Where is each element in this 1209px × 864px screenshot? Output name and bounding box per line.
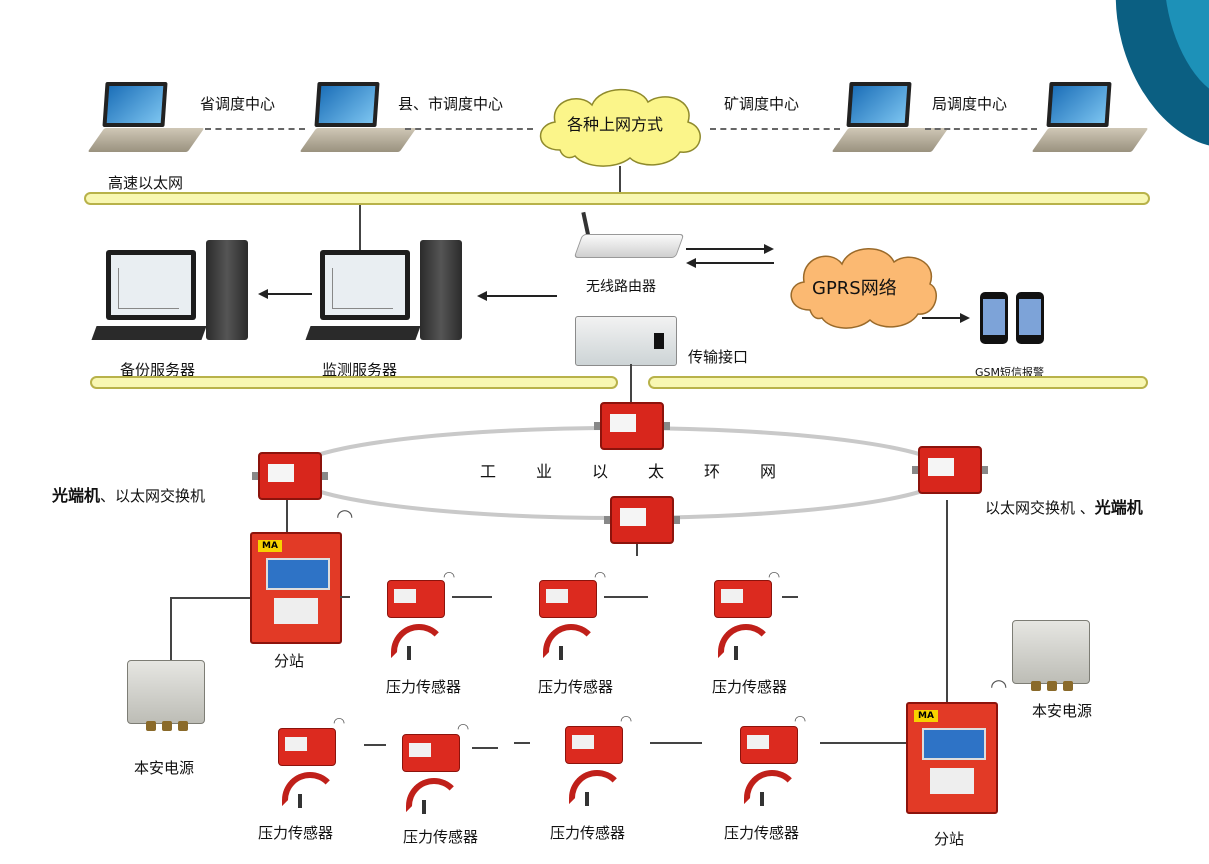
pressure-sensor bbox=[537, 580, 599, 660]
connector-line bbox=[452, 596, 492, 598]
label-gsm-alarm: GSM短信报警 bbox=[975, 366, 1044, 379]
label-sensor: 压力传感器 bbox=[724, 824, 800, 842]
laptop-icon bbox=[299, 80, 417, 160]
ring-switch-left bbox=[252, 452, 328, 500]
dashed-link bbox=[925, 128, 1037, 130]
power-supply-right bbox=[1012, 620, 1090, 691]
power-supply-left bbox=[127, 660, 205, 731]
pressure-sensor bbox=[385, 580, 447, 660]
ring-switch-top bbox=[594, 402, 670, 450]
label-sensor: 压力传感器 bbox=[258, 824, 334, 842]
ma-badge: MA bbox=[258, 540, 282, 552]
lan-bus-right bbox=[648, 376, 1148, 389]
dashed-link bbox=[710, 128, 840, 130]
label-backup-server: 备份服务器 bbox=[120, 361, 196, 379]
label-sensor: 压力传感器 bbox=[403, 828, 479, 846]
wifi-icon: ◠ bbox=[768, 569, 781, 585]
wifi-icon: ◠ bbox=[457, 721, 470, 737]
ring-char: 工 bbox=[480, 462, 497, 481]
wifi-icon: ◠ bbox=[794, 713, 807, 729]
backup-server-icon bbox=[91, 240, 256, 345]
label-power-left: 本安电源 bbox=[134, 759, 195, 777]
arrow-left bbox=[258, 289, 312, 299]
ring-char: 太 bbox=[648, 462, 665, 481]
substation-right: MA bbox=[906, 702, 998, 814]
pressure-sensor bbox=[276, 728, 338, 808]
label-wireless-router: 无线路由器 bbox=[586, 279, 656, 295]
pressure-sensor bbox=[712, 580, 774, 660]
label-gprs-network: GPRS网络 bbox=[812, 278, 897, 299]
connector-line bbox=[636, 544, 638, 556]
laptop-icon bbox=[831, 80, 949, 160]
connector-line bbox=[286, 500, 288, 532]
monitor-server-icon bbox=[305, 240, 470, 345]
wifi-icon: ◠ bbox=[443, 569, 456, 585]
connector-line bbox=[619, 166, 621, 194]
connector-line bbox=[170, 597, 172, 671]
pressure-sensor bbox=[738, 726, 800, 806]
pressure-sensor bbox=[563, 726, 625, 806]
router-icon bbox=[573, 211, 685, 262]
label-sensor: 压力传感器 bbox=[712, 678, 788, 696]
wifi-icon: ◠ bbox=[594, 569, 607, 585]
label-sensor: 压力传感器 bbox=[386, 678, 462, 696]
label-bureau-dispatch: 局调度中心 bbox=[932, 95, 1008, 113]
connector-line bbox=[170, 597, 250, 599]
wifi-icon: ◠ bbox=[990, 674, 1008, 698]
cloud-label: 各种上网方式 bbox=[567, 115, 664, 134]
gprs-cloud bbox=[790, 248, 937, 329]
bidirectional-arrow bbox=[686, 244, 774, 268]
ring-switch-right bbox=[912, 446, 988, 494]
ring-switch-bottom bbox=[604, 496, 680, 544]
wifi-icon: ◠ bbox=[333, 715, 346, 731]
phone-icon bbox=[1016, 292, 1044, 344]
wifi-icon: ◠ bbox=[336, 504, 354, 528]
connector-line bbox=[820, 742, 906, 744]
connector-line bbox=[946, 500, 948, 702]
label-high-speed-ethernet: 高速以太网 bbox=[108, 174, 184, 192]
wifi-icon: ◠ bbox=[620, 713, 633, 729]
label-county-dispatch: 县、市调度中心 bbox=[398, 95, 504, 113]
connector-line bbox=[472, 747, 498, 749]
ring-char: 网 bbox=[760, 462, 777, 481]
lan-bus-left bbox=[90, 376, 618, 389]
ring-char: 环 bbox=[704, 462, 721, 481]
ma-badge: MA bbox=[914, 710, 938, 722]
label-power-right: 本安电源 bbox=[1032, 702, 1093, 720]
ring-char: 业 bbox=[536, 462, 553, 481]
connector-line bbox=[604, 596, 648, 598]
transmission-interface-icon bbox=[575, 316, 677, 366]
laptop-icon bbox=[1031, 80, 1149, 160]
label-right-switch: 以太网交换机 、光端机 bbox=[985, 498, 1143, 517]
pressure-sensor bbox=[400, 734, 462, 814]
label-transmission-interface: 传输接口 bbox=[688, 348, 749, 366]
label-left-switch: 光端机、以太网交换机 bbox=[52, 486, 206, 505]
connector-line bbox=[359, 205, 361, 253]
label-substation-right: 分站 bbox=[934, 830, 965, 848]
arrow-left bbox=[477, 291, 557, 301]
connector-line bbox=[364, 744, 386, 746]
dashed-link bbox=[405, 128, 533, 130]
laptop-icon bbox=[87, 80, 205, 160]
label-mine-dispatch: 矿调度中心 bbox=[724, 95, 800, 113]
connector-line bbox=[782, 596, 798, 598]
connector-line bbox=[630, 364, 632, 402]
label-monitor-server: 监测服务器 bbox=[322, 361, 398, 379]
ethernet-bus bbox=[84, 192, 1150, 205]
internet-cloud bbox=[539, 88, 701, 167]
arrow-right bbox=[922, 313, 970, 323]
phone-icon bbox=[980, 292, 1008, 344]
label-sensor: 压力传感器 bbox=[538, 678, 614, 696]
connector-line bbox=[340, 596, 350, 598]
dashed-link bbox=[205, 128, 305, 130]
label-provincial-dispatch: 省调度中心 bbox=[200, 95, 276, 113]
substation-left: MA bbox=[250, 532, 342, 644]
connector-line bbox=[650, 742, 702, 744]
label-sensor: 压力传感器 bbox=[550, 824, 626, 842]
connector-line bbox=[514, 742, 530, 744]
ring-char: 以 bbox=[592, 462, 609, 481]
label-substation-left: 分站 bbox=[274, 652, 305, 670]
